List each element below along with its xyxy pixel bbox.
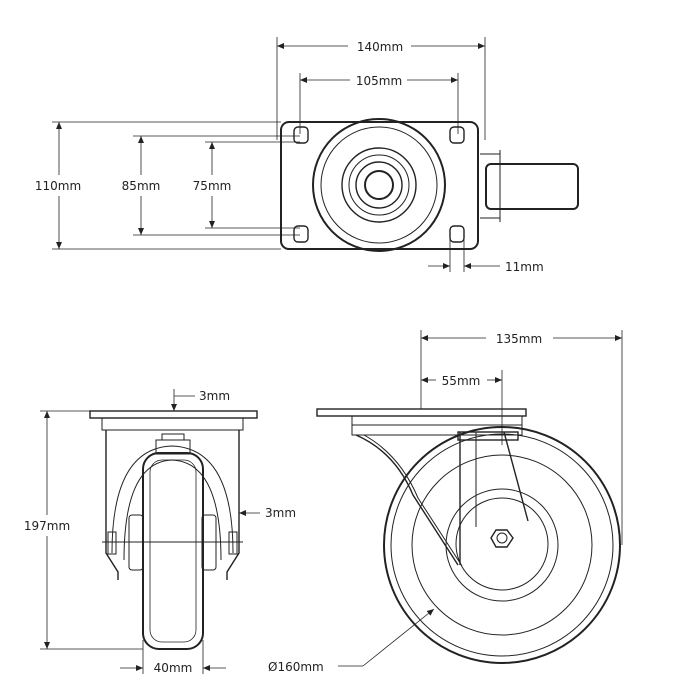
bolt-hole-top-left: [293, 126, 309, 144]
dim-offset-label: 135mm: [496, 332, 542, 346]
dim-slot-label: 11mm: [505, 260, 544, 274]
front-view: 3mm 3mm 197mm 40mm: [24, 389, 296, 675]
dim-diameter-label: Ø160mm: [268, 660, 324, 674]
dim-fork-thickness-label: 3mm: [265, 506, 296, 520]
front-wheel: [142, 452, 204, 650]
top-view: 140mm 105mm 110mm 85mm 75mm 11mm: [35, 37, 579, 274]
bolt-hole-top-right: [449, 126, 465, 144]
dim-total-height-label: 197mm: [24, 519, 70, 533]
top-plate: [280, 121, 479, 250]
axle-nut: [490, 529, 514, 548]
dim-hole-width-label: 105mm: [356, 74, 402, 88]
dim-height-label: 110mm: [35, 179, 81, 193]
dim-swivel-label: 55mm: [442, 374, 481, 388]
top-wheel: [485, 163, 579, 210]
dim-plate-thickness-label: 3mm: [199, 389, 230, 403]
side-view: 135mm 55mm Ø160mm: [268, 330, 623, 674]
front-plate: [89, 410, 258, 419]
bolt-hole-bottom-right: [449, 225, 465, 243]
side-wheel: [383, 426, 621, 664]
dim-wheel-width-label: 40mm: [154, 661, 193, 675]
side-plate: [316, 408, 527, 417]
dim-width-label: 140mm: [357, 40, 403, 54]
swivel-race-outer: [312, 118, 446, 252]
bolt-hole-bottom-left: [293, 225, 309, 243]
dim-inner-height-label: 75mm: [193, 179, 232, 193]
kingpin-hole: [364, 170, 394, 200]
dim-hole-height-label: 85mm: [122, 179, 161, 193]
